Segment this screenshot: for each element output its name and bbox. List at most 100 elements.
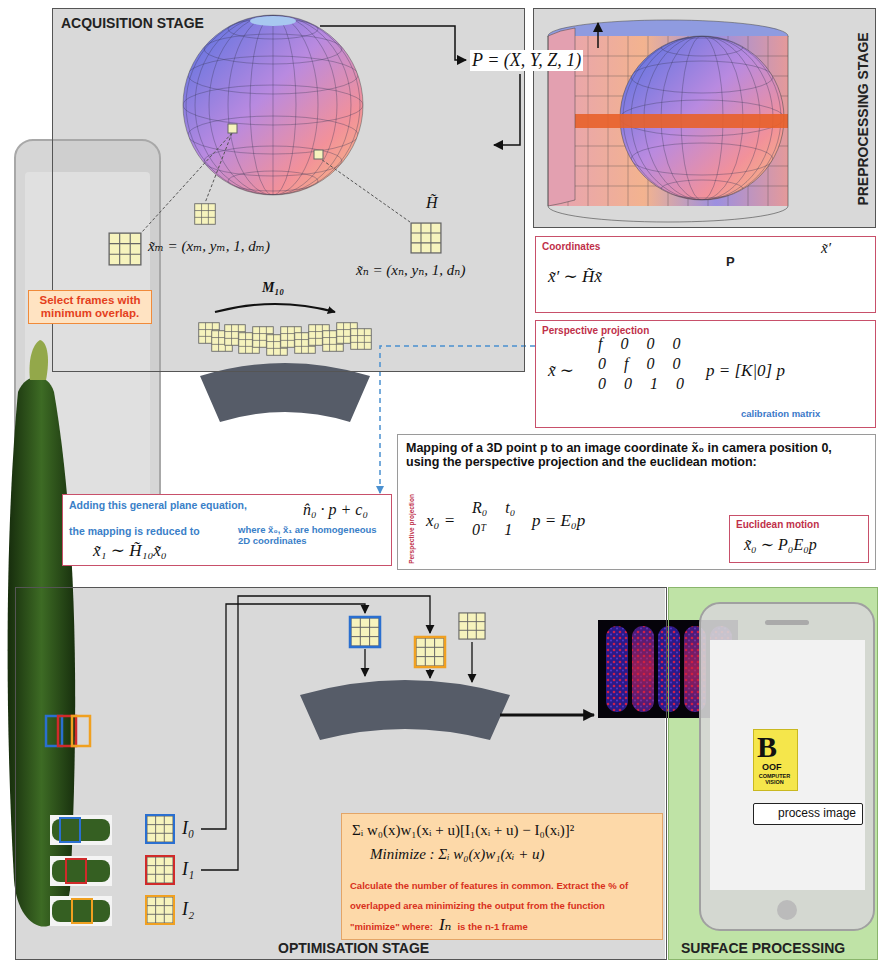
box-title: Perspective projection — [542, 325, 649, 337]
stage-heading: ACQUISITION STAGE — [61, 15, 204, 31]
equation: p = [K|0] p — [706, 361, 785, 381]
surface-map — [658, 626, 680, 712]
stitched-surface — [300, 680, 510, 740]
panel-fill — [15, 587, 665, 960]
frame-thumbnail — [66, 859, 86, 883]
description-text: Mapping of a 3D point p to an image coor… — [406, 441, 868, 470]
formula-box: Σᵢ w₀(x)w₁(xᵢ + u)[I₁(xᵢ + u) − I₀(xᵢ)]²… — [341, 813, 663, 940]
phone-frame — [700, 603, 874, 930]
logo-letter: B — [757, 730, 777, 765]
point-label: P — [726, 255, 735, 270]
pixel-grid — [147, 816, 173, 842]
cylinder-projection — [548, 114, 788, 128]
stage-panel: OPTIMISATION STAGEΣᵢ w₀(x)w₁(xᵢ + u)[I₁(… — [15, 587, 667, 960]
sphere — [273, 15, 274, 195]
sphere — [183, 15, 363, 195]
panel-fill — [668, 587, 878, 960]
note-box: Select frames with minimum overlap. — [28, 290, 152, 324]
sample-patch — [228, 124, 323, 159]
sphere — [183, 15, 363, 195]
equation: Iₙ — [439, 914, 452, 935]
pixel-grid — [351, 618, 379, 646]
frame-thumbnail — [52, 860, 110, 882]
sample-patch — [228, 124, 237, 133]
mapping-arrow — [597, 23, 599, 48]
pixel-grid — [147, 897, 173, 923]
frame-thumbnail — [50, 896, 112, 926]
frame-marker — [46, 716, 62, 746]
mapping-arrow — [320, 23, 598, 145]
mapping-arrow — [320, 26, 466, 60]
motion-arc — [215, 304, 335, 312]
equation: p = E₀p — [532, 511, 585, 531]
pixel-grid — [195, 204, 216, 225]
frame-thumbnail — [50, 856, 112, 886]
surface-map — [632, 626, 654, 712]
matrix-row: 0 f 0 0 — [598, 355, 680, 373]
phone-frame — [765, 620, 809, 625]
equation: x₀ = — [426, 511, 455, 531]
frame-thumbnail — [60, 818, 80, 842]
cylinder-projection — [548, 36, 788, 206]
frame-marker — [58, 716, 76, 746]
sample-patch — [314, 150, 323, 159]
surface-map — [632, 626, 654, 712]
note-text: where x̃₀, x̃₁ are homogeneous 2D coordi… — [238, 525, 388, 547]
matrix-row: 0 0 1 0 — [598, 375, 684, 393]
sphere — [183, 15, 363, 195]
coordinate-label: x̃ₘ = (xₘ, yₘ, 1, dₘ) — [148, 238, 270, 255]
panel-fill — [15, 8, 878, 960]
leader-line — [142, 133, 410, 232]
equation: x̃ ∼ — [548, 361, 574, 381]
sphere — [250, 15, 296, 195]
coordinate-label: x̃ₙ = (xₙ, yₙ, 1, dₙ) — [356, 262, 465, 279]
stage-heading: OPTIMISATION STAGE — [278, 940, 429, 956]
phone-frame — [700, 603, 874, 930]
frame-thumbnail — [50, 815, 112, 845]
frame-label: I₀ — [182, 818, 194, 839]
stage-panel: PREPROCESSING STAGE — [533, 8, 876, 228]
frame-marker — [46, 716, 90, 746]
frame-thumbnail — [52, 819, 110, 841]
matrix-row: f 0 0 0 — [598, 335, 680, 353]
surface-map — [606, 626, 628, 712]
equation: x̃₁ ∼ H̃₁₀x̃₀ — [93, 541, 167, 561]
frame-mosaic — [199, 323, 372, 356]
frame-label: I₁ — [182, 859, 194, 880]
sphere — [183, 15, 363, 195]
note-text: the mapping is reduced to — [69, 525, 200, 537]
frame-label: I₂ — [182, 899, 194, 920]
text-flow: Calculate the number of features in comm… — [350, 874, 656, 935]
sphere — [186, 15, 360, 195]
cylinder-projection — [548, 36, 788, 206]
pixel-grid — [146, 856, 174, 884]
formula-box: Perspective projection x̃ ∼ f 0 0 0 0 f 0 0… — [535, 320, 876, 428]
motion-label: M₁₀ — [262, 280, 284, 296]
homography-label: H̃ — [426, 194, 438, 212]
frame-marker — [72, 716, 90, 746]
matrix-row: R₀ t₀ — [472, 499, 515, 517]
leader-line — [142, 133, 410, 232]
frame-mosaic — [351, 329, 372, 350]
stage-panel: SURFACE PROCESSINGBOOFCOMPUTER VISIONpro… — [668, 587, 878, 960]
pixel-grid — [350, 617, 380, 647]
flow-line — [429, 669, 430, 678]
frame-thumbnail — [50, 815, 112, 926]
formula-box: Adding this general plane equation,n̂₀ ·… — [62, 494, 392, 566]
matrix-bracket — [592, 333, 692, 395]
box-title: Coordinates — [542, 241, 600, 253]
equation: x̃₀ ∼ P₀E₀p — [744, 536, 817, 554]
app-button: process image — [753, 803, 863, 825]
pixel-grid — [416, 638, 444, 666]
cylinder-projection — [631, 61, 773, 93]
pixel-grid — [146, 896, 174, 924]
pixel-grid — [459, 613, 485, 639]
matrix-row: 0ᵀ 1 — [472, 521, 512, 539]
logo-box: BOOFCOMPUTER VISION — [753, 729, 798, 791]
flow-line — [471, 642, 472, 682]
logo-text: OOF — [762, 762, 782, 772]
sphere — [228, 15, 318, 195]
button-text: process image — [778, 807, 856, 821]
cylinder-projection — [548, 36, 788, 222]
